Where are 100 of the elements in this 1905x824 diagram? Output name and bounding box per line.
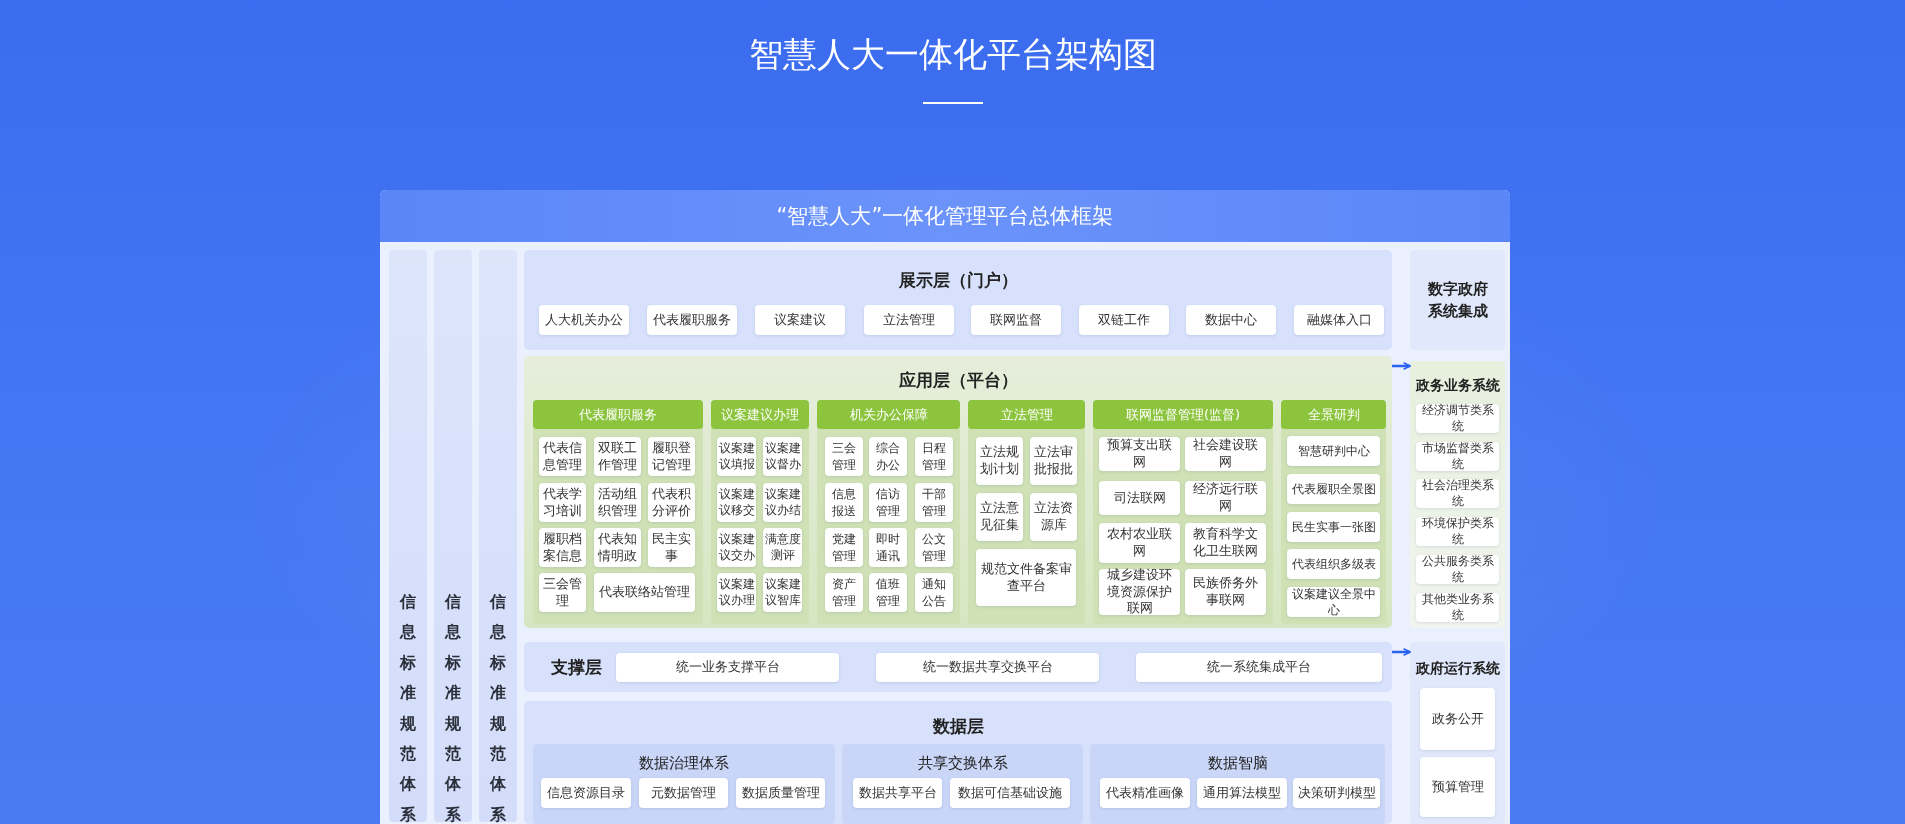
module-card: 融媒体入口 [1294,305,1384,335]
module-card: 数据共享平台 [853,778,942,808]
module-card: 议案建议智库 [763,573,802,612]
module-card: 数据质量管理 [736,778,825,808]
module-card: 干部管理 [915,483,953,522]
subsystem-panel [533,744,835,824]
module-card: 社会建设联网 [1185,437,1266,471]
module-card: 统一系统集成平台 [1136,653,1382,682]
module-card: 资产管理 [825,573,863,612]
subsystem-panel [842,744,1083,824]
module-card: 决策研判模型 [1293,778,1380,808]
module-card: 立法审批报批 [1030,437,1077,485]
subsystem-title: 数据智脑 [1206,753,1269,774]
module-card: 民族侨务外事联网 [1185,569,1266,615]
layer-title: 支撑层 [551,655,602,679]
layer-title: 展示层（门户） [897,269,1019,292]
panel-title: 政府运行系统 [1414,659,1501,678]
module-card: 教育科学文化卫生联网 [1185,523,1266,563]
system-panel [1410,642,1505,824]
column-label: 信息标准规范体系 [490,591,506,824]
module-card: 民生实事一张图 [1287,512,1380,542]
module-card: 议案建议 [755,305,845,335]
module-card: 数据可信基础设施 [950,778,1070,808]
module-card: 履职登记管理 [648,437,695,476]
module-card: 日程管理 [915,437,953,476]
module-card: 议案建议填报 [717,437,756,476]
module-card: 议案建议办结 [763,483,802,522]
module-card: 信息报送 [825,483,863,522]
module-card: 党建管理 [825,528,863,567]
module-card: 信访管理 [869,483,907,522]
module-card: 值班管理 [869,573,907,612]
module-card: 议案建议办理 [717,573,756,612]
module-card: 人大机关办公 [539,305,629,335]
framework-panel [380,190,1510,824]
module-card: 规范文件备案审查平台 [976,549,1076,606]
module-card: 满意度测评 [763,528,802,567]
module-card: 三会管理 [825,437,863,476]
layer-panel [524,701,1392,824]
module-group [711,400,809,624]
module-card: 其他类业务系统 [1416,593,1499,622]
module-card: 立法资源库 [1030,493,1077,541]
subsystem-title: 共享交换体系 [916,753,1009,774]
module-card: 城乡建设环境资源保护联网 [1099,569,1180,615]
group-header: 联网监督管理(监督) [1093,400,1273,429]
page-title: 智慧人大一体化平台架构图 [748,33,1157,76]
module-card: 代表组织多级表 [1287,549,1380,579]
module-card: 经济调节类系统 [1416,404,1499,433]
module-card: 公文管理 [915,528,953,567]
arrow [1392,362,1411,370]
arrow [1392,648,1411,656]
module-card: 代表知情明政 [594,528,641,567]
module-card: 代表联络站管理 [594,573,695,612]
module-card: 即时通讯 [869,528,907,567]
group-header: 机关办公保障 [817,400,960,429]
module-card: 议案建议移交 [717,483,756,522]
module-card: 议案建议全景中心 [1287,587,1380,617]
module-card: 通用算法模型 [1197,778,1287,808]
module-card: 代表精准画像 [1100,778,1190,808]
module-card: 市场监督类系统 [1416,442,1499,471]
layer-title: 应用层（平台） [897,369,1019,392]
column-label: 信息标准规范体系 [445,591,461,824]
module-card: 经济远行联网 [1185,481,1266,515]
module-card: 立法意见征集 [976,493,1023,541]
group-header: 全景研判 [1281,400,1386,429]
module-card: 公共服务类系统 [1416,555,1499,584]
module-card: 数据中心 [1186,305,1276,335]
module-group [1093,400,1273,624]
module-card: 综合办公 [869,437,907,476]
layer-panel [524,356,1392,628]
group-header: 立法管理 [968,400,1085,429]
module-card: 环境保护类系统 [1416,517,1499,546]
module-card: 议案建议督办 [763,437,802,476]
module-card: 代表履职服务 [647,305,737,335]
module-card: 活动组织管理 [594,483,641,522]
module-card: 统一业务支撑平台 [616,653,839,682]
module-card: 双链工作 [1079,305,1169,335]
layer-panel [524,250,1392,350]
layer-panel [524,642,1392,692]
module-group [817,400,960,624]
module-card: 双联工作管理 [594,437,641,476]
module-card: 立法规划计划 [976,437,1023,485]
panel-title: 数字政府系统集成 [1427,278,1488,322]
module-card: 联网监督 [971,305,1061,335]
module-card: 统一数据共享交换平台 [876,653,1099,682]
module-card: 政务公开 [1420,688,1495,750]
module-group [1281,400,1386,624]
module-card: 元数据管理 [639,778,728,808]
module-card: 代表积分评价 [648,483,695,522]
module-card: 立法管理 [864,305,954,335]
module-card: 预算管理 [1420,757,1495,817]
system-panel [1410,361,1505,628]
subsystem-title: 数据治理体系 [638,753,730,774]
module-card: 预算支出联网 [1099,437,1180,471]
module-card: 代表学习培训 [539,483,586,522]
module-card: 智慧研判中心 [1287,436,1380,466]
module-group [533,400,703,624]
module-card: 通知公告 [915,573,953,612]
module-card: 议案建议交办 [717,528,756,567]
module-card: 社会治理类系统 [1416,479,1499,508]
module-group [968,400,1085,624]
